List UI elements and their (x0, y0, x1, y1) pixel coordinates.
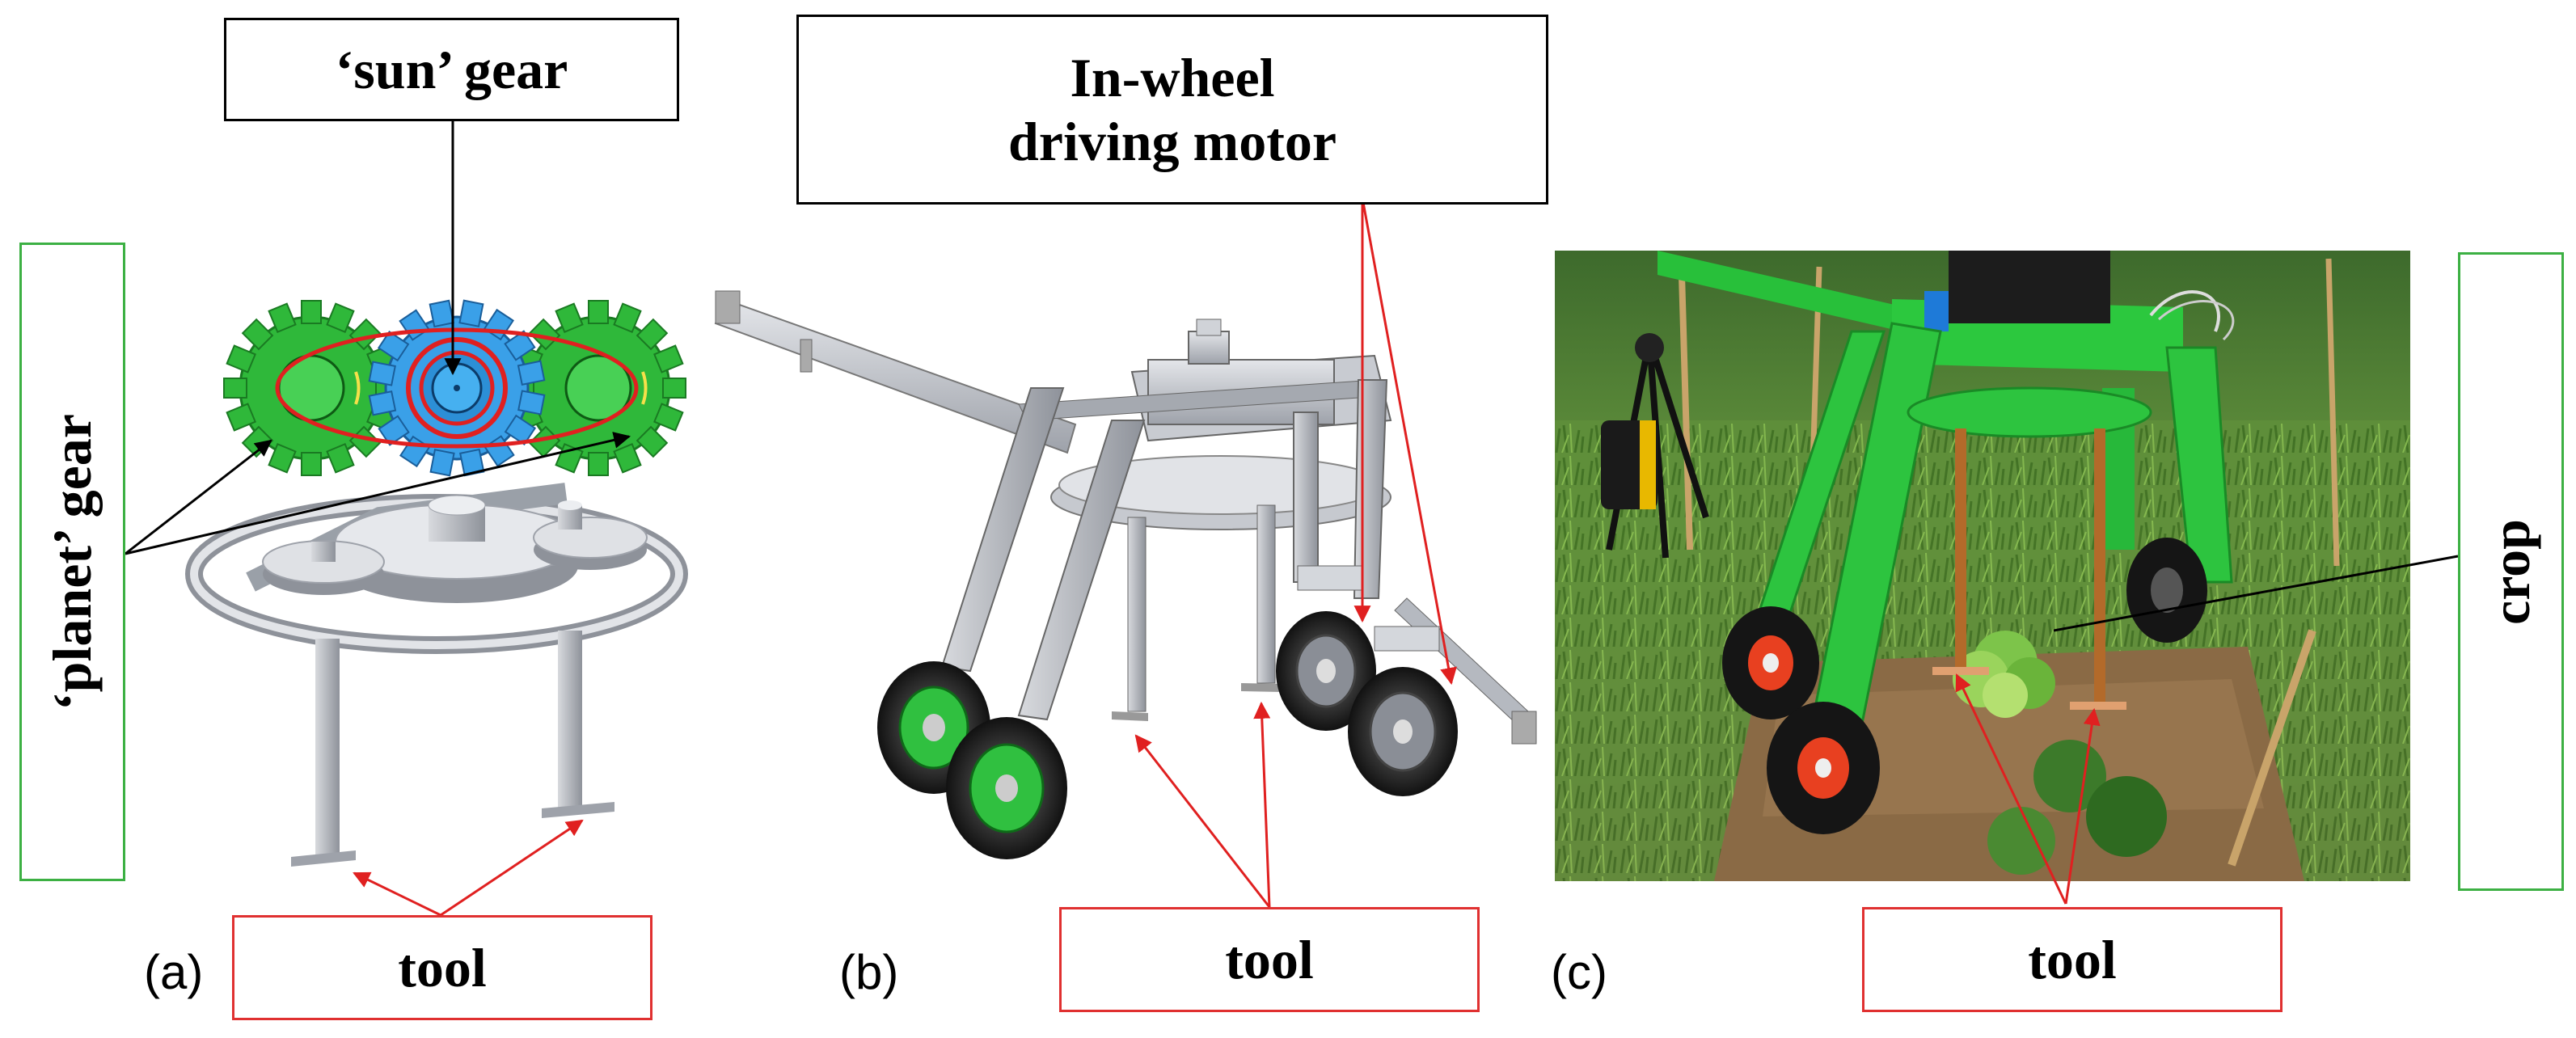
in-wheel-motor-label-line2: driving motor (1007, 110, 1337, 172)
planet-gear-left (223, 300, 399, 476)
wheel-front-right (946, 717, 1067, 859)
tool-b-pointer-right (1253, 701, 1271, 908)
gear-diagram (223, 299, 686, 477)
wheel-rear-left (1276, 611, 1376, 731)
tool-c-callout: tool (1862, 907, 2283, 1012)
planet-gear-right (510, 300, 686, 476)
tool-b-pointer-left (1134, 734, 1271, 908)
crop-label: crop (2480, 518, 2542, 625)
panel-c-photo (1555, 251, 2459, 905)
wheel-rear-right (1348, 667, 1458, 796)
planet-gear-pointer-left (125, 439, 272, 555)
tool-b-callout: tool (1059, 907, 1480, 1012)
tool-c-pointer-right (2064, 707, 2101, 905)
in-wheel-motor-callout: In-wheel driving motor (796, 15, 1548, 205)
tool-c-pointer-left (1955, 673, 2067, 905)
planet-gear-callout: ‘planet’ gear (19, 243, 125, 881)
panel-label-c: (c) (1551, 945, 1607, 999)
sun-gear (368, 299, 546, 477)
tool-a-label: tool (398, 936, 487, 998)
tool-a-pointer-left (353, 871, 441, 917)
crop-callout: crop (2458, 252, 2564, 891)
planet-orbit (275, 327, 639, 449)
panel-b-robot (714, 197, 1537, 908)
panel-label-a: (a) (144, 945, 204, 999)
planet-gear-label: ‘planet’ gear (41, 413, 103, 711)
tool-b-label: tool (1225, 928, 1314, 990)
motor-pointer-right (1361, 197, 1457, 686)
sun-gear-callout: ‘sun’ gear (224, 18, 679, 121)
crop-lettuce (1953, 631, 2055, 718)
tool-c-label: tool (2028, 928, 2117, 990)
tool-a-pointer-right (440, 819, 584, 917)
in-wheel-motor-label-line1: In-wheel (1070, 47, 1275, 109)
panel-label-b: (b) (839, 945, 899, 999)
mechanism-3d (185, 483, 688, 867)
panel-a-mechanism (125, 81, 688, 917)
tool-a-callout: tool (232, 915, 652, 1020)
sun-gear-label: ‘sun’ gear (335, 38, 568, 100)
planet-gear-pointer-right (125, 432, 631, 555)
crop-pointer (2053, 555, 2459, 632)
wheel-front-left (877, 661, 990, 794)
